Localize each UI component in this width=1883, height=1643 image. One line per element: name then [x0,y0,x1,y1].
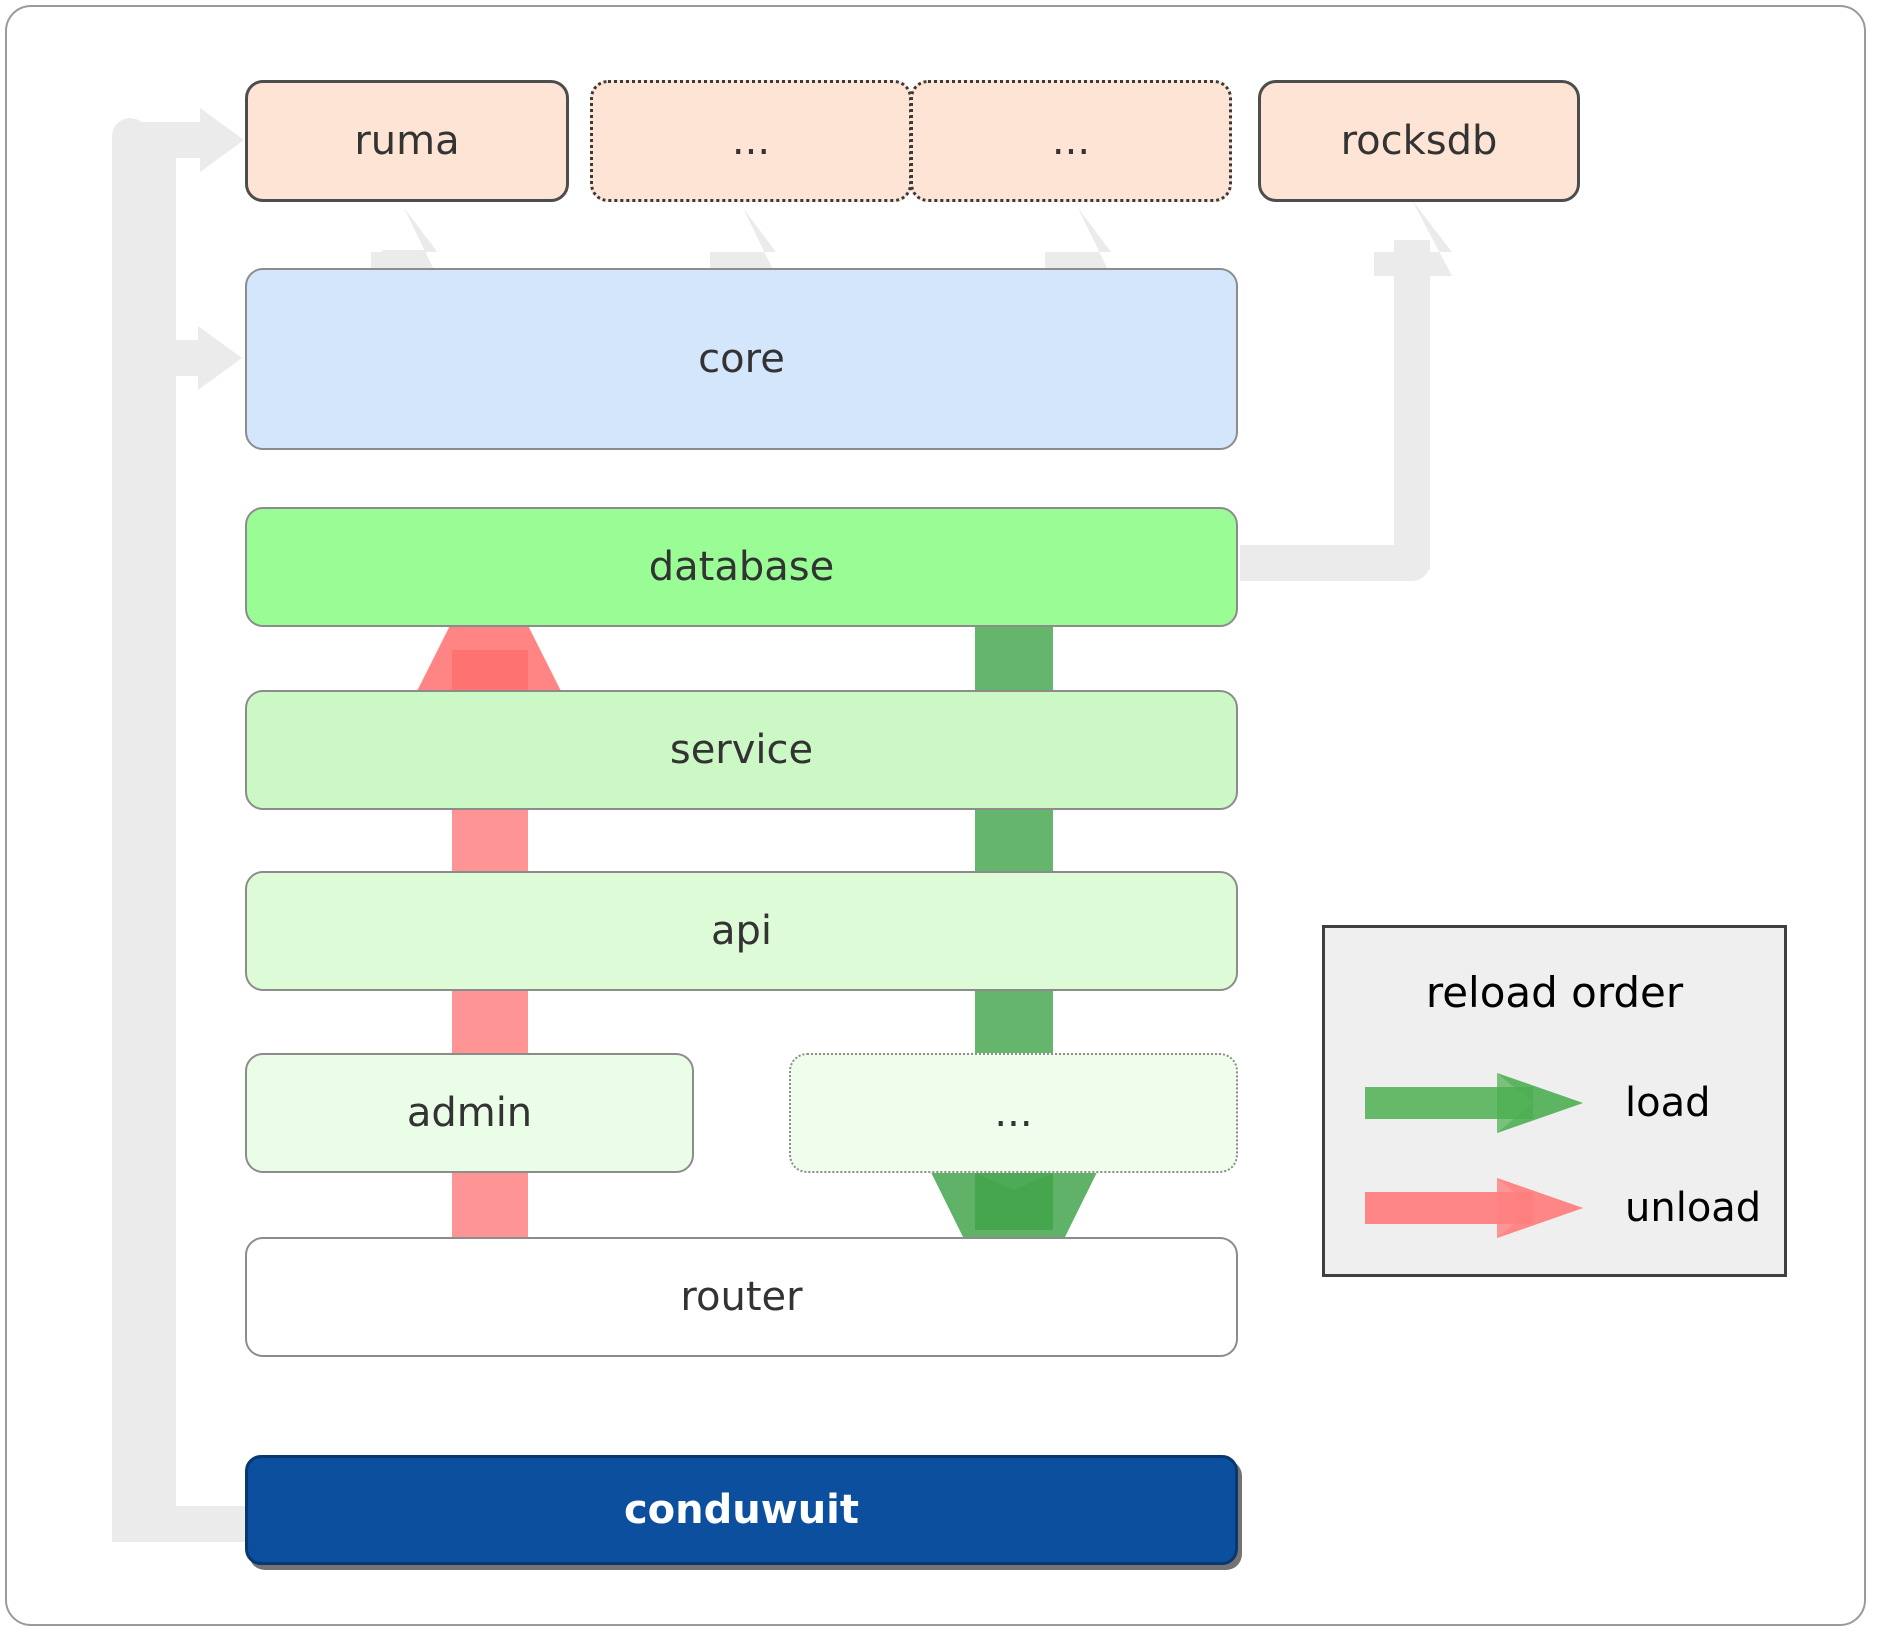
legend-row-load: load [1325,1058,1784,1148]
node-router[interactable]: router [245,1237,1238,1357]
node-core-label: core [698,336,785,382]
diagram-frame [5,5,1866,1626]
node-dependency-ellipsis-2[interactable]: ... [910,80,1232,202]
connector-conduwuit-stub [112,1506,247,1542]
node-service-label: service [669,727,814,773]
node-rocksdb-label: rocksdb [1340,118,1498,164]
node-dependency-ellipsis-2-label: ... [1051,118,1091,164]
node-ruma-label: ruma [354,118,460,164]
node-row-ellipsis-label: ... [994,1090,1033,1136]
node-service[interactable]: service [245,690,1238,810]
node-dependency-ellipsis-1-label: ... [731,118,771,164]
legend-panel: reload order load unload [1322,925,1787,1277]
node-ruma[interactable]: ruma [245,80,569,202]
node-api[interactable]: api [245,871,1238,991]
node-admin[interactable]: admin [245,1053,694,1173]
node-row-ellipsis[interactable]: ... [789,1053,1238,1173]
node-rocksdb[interactable]: rocksdb [1258,80,1580,202]
legend-label-unload: unload [1625,1185,1762,1231]
node-core[interactable]: core [245,268,1238,450]
node-admin-label: admin [406,1090,533,1136]
node-database-label: database [648,544,835,590]
node-api-label: api [710,908,772,954]
legend-row-unload: unload [1325,1163,1784,1253]
connector-left-inner [140,122,176,1526]
node-router-label: router [680,1274,803,1320]
legend-title: reload order [1425,968,1684,1017]
connector-database-to-rocksdb-v [1394,240,1430,570]
node-database[interactable]: database [245,507,1238,627]
unload-arrow-icon [1365,1178,1583,1238]
legend-label-load: load [1625,1080,1711,1126]
node-conduwuit-label: conduwuit [623,1487,860,1533]
load-arrow-icon [1365,1073,1583,1133]
node-conduwuit[interactable]: conduwuit [245,1455,1238,1565]
node-dependency-ellipsis-1[interactable]: ... [590,80,912,202]
